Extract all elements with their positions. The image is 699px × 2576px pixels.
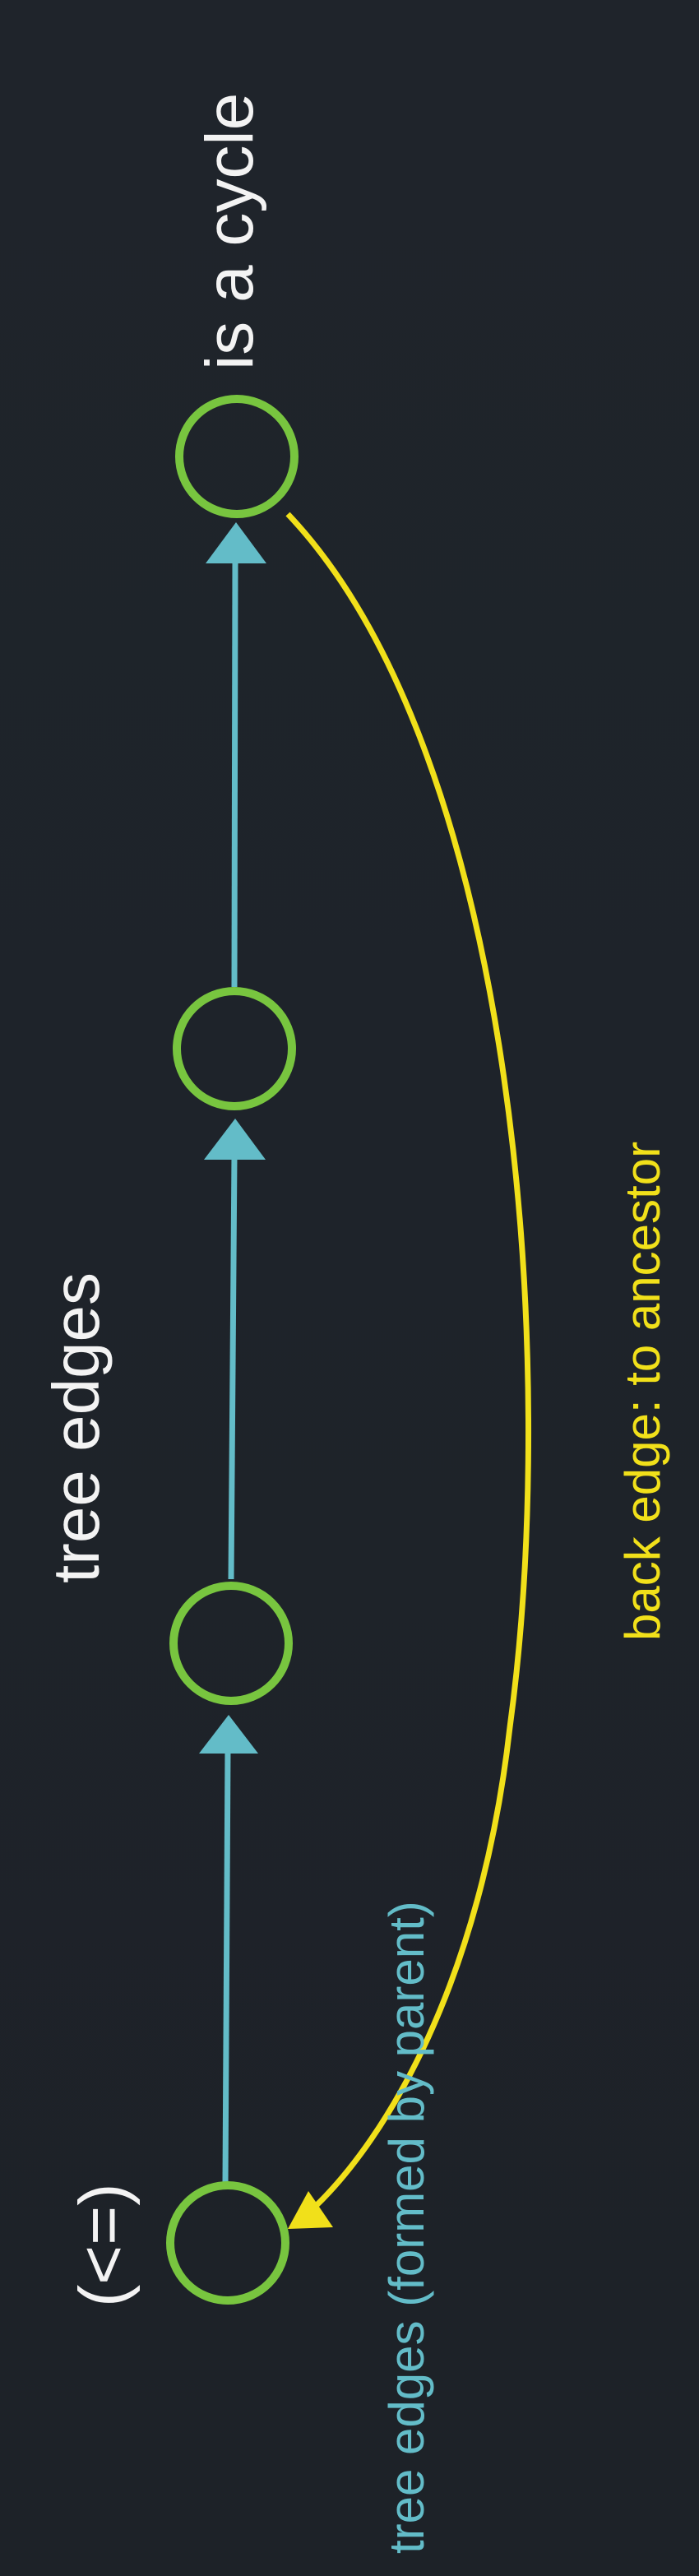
implies-symbol: (<=) (66, 2184, 141, 2307)
tree-edge-1 (222, 1747, 231, 2185)
back-edge-label-group: back edge: to ancestor (615, 1142, 670, 1641)
tree-edges-heading: tree edges (39, 1272, 113, 1583)
tree-edge-3-arrowhead (206, 522, 266, 563)
is-a-cycle-label: is a cycle (192, 93, 267, 370)
back-edge-label: back edge: to ancestor (615, 1142, 670, 1641)
tree-edge-2 (228, 1155, 238, 1580)
tree-edges-heading-group: tree edges (39, 1272, 113, 1583)
tree-edges-note-group: tree edges (formed by parent) (379, 1901, 434, 2554)
implies-symbol-group: (<=) (66, 2184, 141, 2307)
node-1 (166, 2181, 289, 2305)
tree-edge-1-arrowhead (199, 1715, 258, 1754)
back-edge-arrowhead (288, 2191, 333, 2229)
node-2 (169, 1582, 293, 1705)
node-3 (173, 987, 296, 1110)
tree-edge-3 (231, 558, 238, 988)
tree-edges-note: tree edges (formed by parent) (379, 1901, 434, 2554)
back-edge-curve (285, 512, 531, 2210)
tree-edge-2-arrowhead (204, 1119, 266, 1160)
is-a-cycle-label-group: is a cycle (192, 93, 267, 370)
node-4 (175, 395, 299, 518)
